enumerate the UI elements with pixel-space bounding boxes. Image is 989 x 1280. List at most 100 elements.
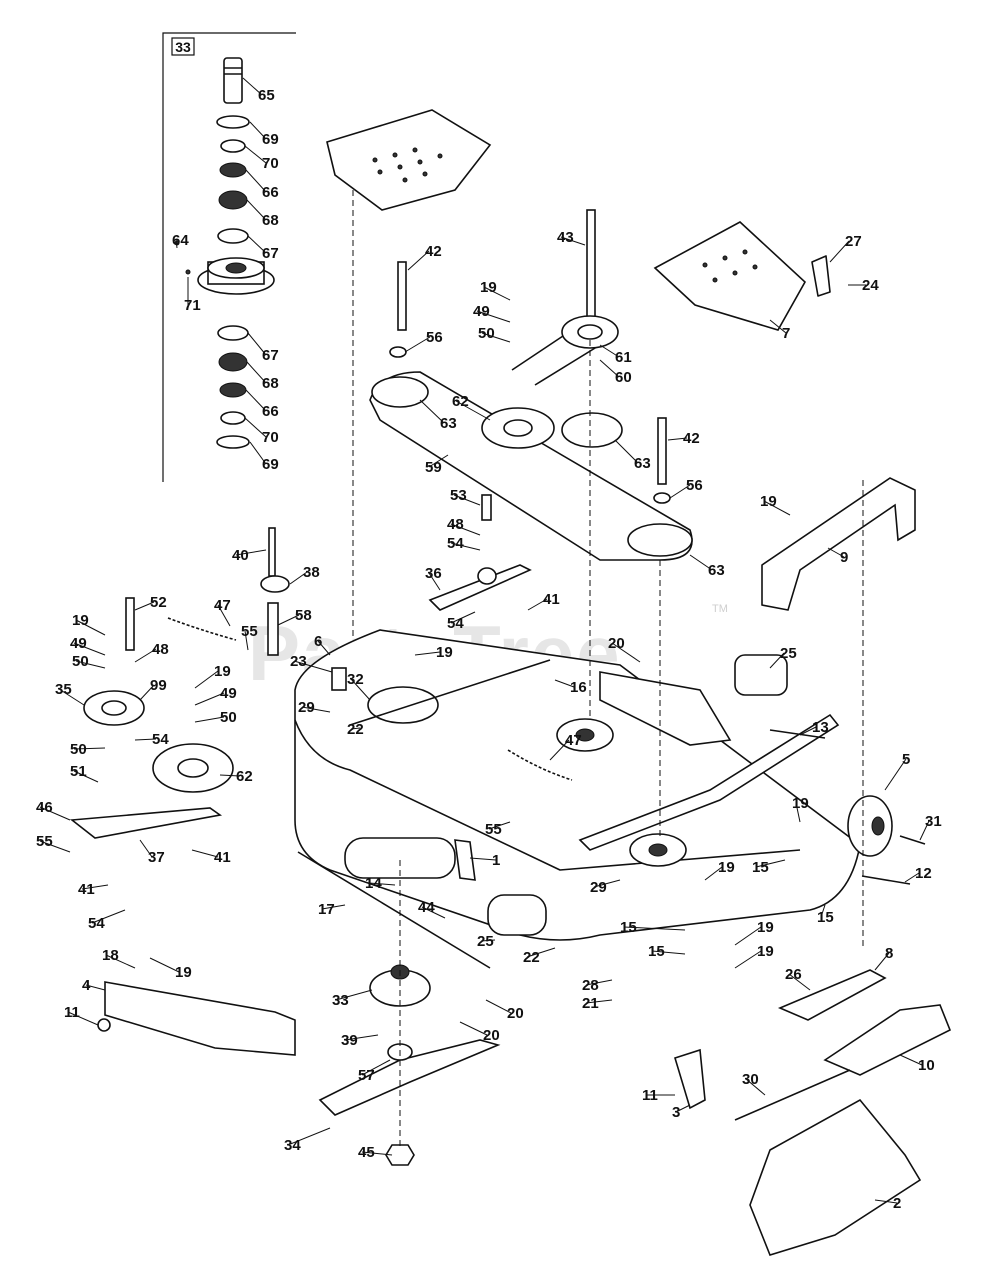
- pulley-35[interactable]: [83, 690, 145, 726]
- leader-c47b: [549, 739, 570, 761]
- pin-31[interactable]: [899, 835, 926, 845]
- bracket-27[interactable]: [811, 255, 831, 297]
- callout-c68b: 68: [262, 375, 279, 392]
- leader-c99: [139, 684, 155, 701]
- leader-c40: [235, 549, 267, 556]
- bracket-8[interactable]: [777, 969, 887, 1021]
- callout-c41a: 41: [543, 591, 560, 608]
- washer-69-bottom[interactable]: [216, 435, 250, 449]
- idler-arm-36[interactable]: [428, 494, 532, 611]
- callout-c19b: 19: [760, 493, 777, 510]
- leader-c63a: [419, 399, 445, 424]
- idler-arm-37[interactable]: [69, 807, 223, 839]
- spindle-shaft[interactable]: [223, 57, 243, 104]
- callout-c54b: 54: [447, 615, 464, 632]
- leader-c56a: [404, 336, 431, 353]
- bolt-42-left[interactable]: [397, 261, 407, 331]
- callout-c24: 24: [862, 277, 879, 294]
- washer-69-top[interactable]: [216, 115, 250, 129]
- callout-c19h: 19: [757, 919, 774, 936]
- nut-45[interactable]: [385, 1144, 415, 1166]
- bolt-11-left[interactable]: [97, 1018, 111, 1032]
- belt-cover-left[interactable]: [326, 109, 492, 211]
- spindle-housing[interactable]: [197, 257, 275, 295]
- cup-67-top[interactable]: [217, 228, 249, 244]
- cap-71[interactable]: [185, 269, 191, 275]
- rod-17[interactable]: [297, 851, 491, 969]
- deck-hanger-front[interactable]: [599, 671, 732, 746]
- deck-bracket-right[interactable]: [578, 713, 840, 851]
- spacer-38[interactable]: [260, 575, 290, 593]
- bolt-42-right[interactable]: [657, 417, 667, 485]
- callout-c56a: 56: [426, 329, 443, 346]
- leader-c6: [317, 640, 331, 656]
- belt-cover-right[interactable]: [653, 221, 807, 331]
- roller-25-top[interactable]: [734, 654, 788, 696]
- spacer-56-right[interactable]: [653, 492, 671, 504]
- leader-c52: [134, 601, 155, 611]
- spacer-56-left[interactable]: [389, 346, 407, 358]
- callout-c19i: 19: [757, 943, 774, 960]
- axle-13[interactable]: [769, 729, 826, 739]
- leader-c50d: [73, 747, 106, 750]
- watermark-tm: TM: [712, 603, 728, 615]
- idler-arm-60[interactable]: [511, 315, 619, 386]
- cup-67-bottom[interactable]: [217, 325, 249, 341]
- deflector-2[interactable]: [749, 1098, 922, 1256]
- deck-plate-32: [367, 686, 439, 724]
- leader-c58: [277, 614, 300, 626]
- bracket-3[interactable]: [674, 1048, 706, 1110]
- deck-belt-59[interactable]: [369, 371, 693, 561]
- leader-c2: [874, 1199, 898, 1204]
- bolt-43[interactable]: [586, 209, 596, 321]
- callout-c47b: 47: [565, 732, 582, 749]
- cone-68-bottom[interactable]: [218, 352, 248, 372]
- leader-c65: [242, 77, 263, 96]
- spacer-58[interactable]: [267, 602, 279, 656]
- leader-c23: [293, 660, 333, 673]
- leader-c68a: [246, 199, 267, 221]
- callout-c29a: 29: [298, 699, 315, 716]
- leader-c46: [39, 806, 71, 821]
- callout-c71: 71: [184, 297, 201, 314]
- gauge-wheel-5[interactable]: [847, 795, 893, 857]
- leader-c10: [899, 1054, 923, 1066]
- callout-c4: 4: [82, 977, 91, 994]
- seal-70-top[interactable]: [220, 139, 246, 153]
- bracket-4[interactable]: [104, 981, 296, 1056]
- spring-23[interactable]: [331, 667, 347, 691]
- bracket-10[interactable]: [823, 1004, 952, 1076]
- leader-c15c: [623, 926, 686, 931]
- seal-70-bottom[interactable]: [220, 411, 246, 425]
- callout-c19c: 19: [72, 612, 89, 629]
- spring-47-left[interactable]: [167, 617, 237, 641]
- bearing-66-bottom[interactable]: [219, 382, 247, 398]
- bolt-52[interactable]: [125, 597, 135, 651]
- leader-c49c: [194, 692, 225, 706]
- rod-30[interactable]: [734, 1069, 851, 1121]
- roller-25-bottom[interactable]: [344, 837, 547, 936]
- bracket-9[interactable]: [761, 477, 916, 611]
- callout-c70b: 70: [262, 429, 279, 446]
- rod-16[interactable]: [349, 659, 551, 726]
- bolt-12[interactable]: [861, 875, 911, 885]
- callout-c22a: 22: [347, 721, 364, 738]
- callout-c10: 10: [918, 1057, 935, 1074]
- leader-c41c: [81, 884, 109, 890]
- callout-c67b: 67: [262, 347, 279, 364]
- bearing-66-top[interactable]: [219, 162, 247, 178]
- spring-47-deck: [507, 749, 573, 781]
- leader-c22b: [526, 947, 556, 958]
- leader-c70b: [244, 417, 267, 438]
- callout-c63c: 63: [708, 562, 725, 579]
- leader-c8: [874, 952, 890, 971]
- leader-c22a: [350, 727, 361, 730]
- leader-c38: [289, 571, 308, 585]
- pulley-62-left[interactable]: [152, 743, 234, 793]
- bolt-40[interactable]: [268, 527, 276, 577]
- leader-c14: [368, 882, 396, 886]
- leader-c20c: [459, 1021, 488, 1036]
- bracket-1[interactable]: [454, 839, 476, 881]
- callout-c20c: 20: [483, 1027, 500, 1044]
- cone-68-top[interactable]: [218, 190, 248, 210]
